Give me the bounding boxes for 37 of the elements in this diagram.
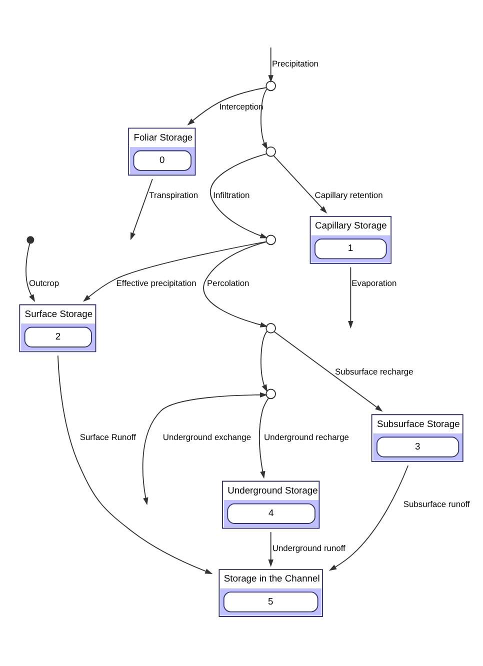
edge-label: Effective precipitation — [116, 278, 196, 288]
arrow — [328, 464, 409, 570]
edge-label: Surface Runoff — [80, 432, 136, 442]
edge-label: Underground recharge — [264, 432, 349, 442]
arrow — [26, 242, 36, 302]
edge-label: Transpiration — [149, 189, 198, 200]
arrow — [187, 86, 267, 125]
node-circle — [266, 388, 276, 399]
arrow — [258, 392, 269, 478]
edge-label: Precipitation — [272, 58, 318, 68]
node-dot — [26, 236, 34, 244]
arrow — [203, 240, 268, 327]
arrow — [83, 240, 267, 302]
node-circle — [266, 146, 276, 156]
arrow — [130, 178, 153, 240]
node-circle — [266, 234, 276, 245]
edge-label: Subsurface recharge — [334, 366, 414, 376]
edge-label: Underground runoff — [272, 542, 346, 552]
node-circle — [266, 80, 276, 91]
arrow — [274, 330, 383, 412]
edge-label: Percolation — [207, 278, 250, 288]
arrow — [348, 266, 354, 328]
arrow — [210, 152, 268, 238]
arrow — [260, 330, 268, 392]
arrow — [260, 88, 268, 150]
node-circle — [266, 322, 276, 333]
arrow — [57, 354, 213, 574]
edge-label: Evaporation — [352, 278, 397, 288]
edge-label: Underground exchange — [162, 432, 252, 442]
edge-label: Infiltration — [213, 189, 250, 200]
arrow — [268, 46, 274, 82]
edge-label: Outcrop — [29, 278, 60, 288]
arrow — [273, 154, 328, 213]
edge-label: Subsurface runoff — [403, 498, 470, 508]
edge-label: Capillary retention — [314, 189, 383, 200]
arrow — [142, 392, 268, 505]
arrow — [268, 531, 274, 566]
